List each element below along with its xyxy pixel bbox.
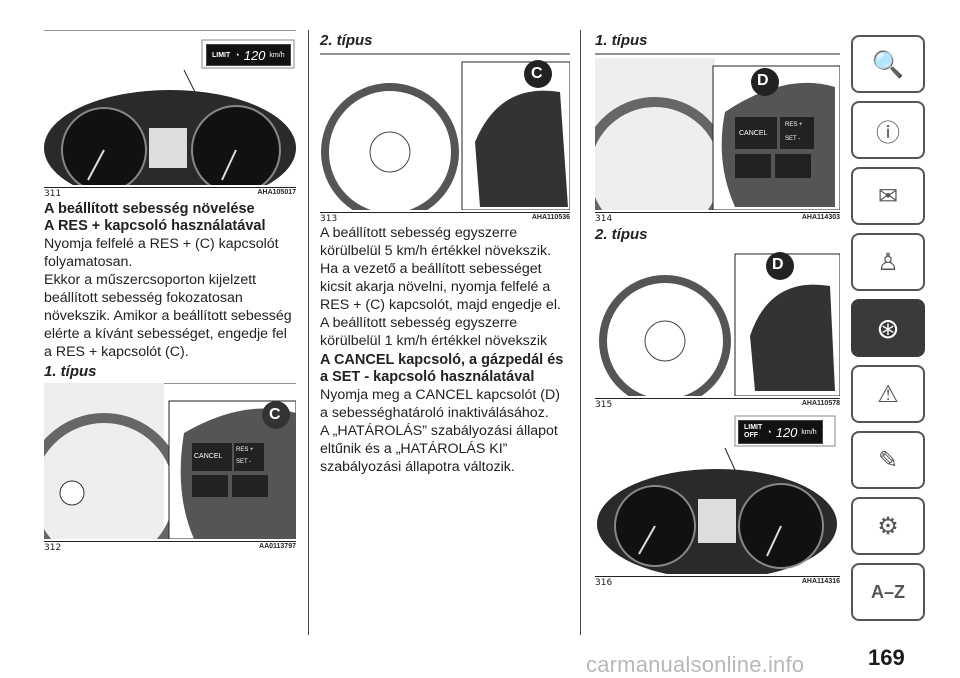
paragraph: Nyomja meg a CANCEL kapcsolót (D) a sebe…: [320, 387, 560, 421]
steering-switch-illustration: [595, 53, 840, 210]
car-warning-icon: ⚠: [877, 380, 899, 408]
lcd-limit-display: LIMIT ◔ 120 km/h: [206, 44, 291, 66]
lcd-limit-label: LIMIT: [212, 51, 231, 59]
figure-code: AHA105017: [257, 189, 296, 196]
instrument-cluster-illustration: [597, 415, 837, 574]
callout-badge-c: C: [531, 65, 543, 82]
set-button-label: SET -: [785, 136, 801, 142]
section-heading: A beállított sebesség növelése: [44, 201, 255, 217]
figure-number: 313: [320, 214, 338, 224]
tab-airbag[interactable]: ♙: [851, 233, 925, 291]
lcd-speed-value: 120: [775, 424, 798, 440]
figure-caption: 316 AHA114316: [595, 576, 840, 588]
type-label: 1. típus: [595, 32, 648, 49]
type-label: 2. típus: [595, 226, 648, 243]
figure-caption: 315 AHA110578: [595, 398, 840, 410]
tab-car-info[interactable]: ⓘ: [851, 101, 925, 159]
watermark: carmanualsonline.info: [586, 652, 805, 677]
figure-code: AHA110536: [531, 214, 570, 221]
figure-311-instrument-cluster: LIMIT ◔ 120 km/h: [44, 30, 296, 185]
paragraph: Nyomja felfelé a RES + (C) kapcsolót fol…: [44, 236, 279, 270]
tab-service[interactable]: ✎: [851, 431, 925, 489]
tab-starting-driving[interactable]: ⊛: [851, 299, 925, 357]
paragraph: A beállított sebesség egyszerre körülbel…: [320, 225, 561, 349]
lcd-limit-off-display: LIMIT OFF ◔ 120 km/h: [738, 420, 823, 444]
figure-number: 315: [595, 400, 613, 410]
lcd-speed-value: 120: [243, 47, 266, 63]
tab-warning-lights[interactable]: ✉: [851, 167, 925, 225]
type-label: 1. típus: [44, 363, 97, 380]
figure-314-steering-switch: D CANCEL RES + SET -: [595, 52, 840, 210]
figure-caption: 312 AA0113797: [44, 541, 296, 553]
figure-313-steering-wheel: C: [320, 52, 570, 210]
figure-number: 314: [595, 214, 613, 224]
figure-number: 316: [595, 578, 613, 588]
car-info-icon: ⓘ: [876, 119, 900, 147]
res-button-label: RES +: [785, 122, 803, 128]
column-divider: [580, 30, 581, 635]
lcd-unit: km/h: [801, 428, 817, 436]
figure-code: AHA110578: [801, 400, 840, 407]
callout-badge-d: D: [772, 256, 784, 273]
settings-list-icon: ⚙: [877, 512, 899, 540]
column-2: 2. típus C 313 AHA110536 A beállított se…: [320, 30, 570, 476]
speedometer-icon: ◔: [766, 427, 772, 437]
section-heading: A CANCEL kapcsoló, a gázpedál és a SET -…: [320, 352, 564, 385]
callout-badge-c: C: [269, 406, 281, 423]
tab-emergency[interactable]: ⚠: [851, 365, 925, 423]
figure-caption: 311 AHA105017: [44, 187, 296, 199]
airbag-person-icon: ♙: [877, 248, 899, 276]
figure-code: AHA114316: [801, 578, 840, 585]
car-search-icon: 🔍: [871, 48, 905, 79]
cancel-button-label: CANCEL: [194, 453, 223, 460]
res-button-label: RES +: [236, 447, 254, 453]
column-1: LIMIT ◔ 120 km/h 311 AHA105017 A beállít…: [44, 30, 296, 553]
type-label: 2. típus: [320, 32, 373, 49]
lcd-limit-label: LIMIT: [744, 424, 763, 431]
page-number: 169: [868, 645, 905, 670]
alphabet-index-icon: A–Z: [870, 581, 905, 602]
figure-caption: 313 AHA110536: [320, 212, 570, 224]
paragraph: Ekkor a műszercsoporton kijelzett beállí…: [44, 272, 292, 360]
figure-number: 312: [44, 543, 62, 553]
figure-316-instrument-cluster: LIMIT OFF ◔ 120 km/h: [595, 414, 840, 574]
tab-car-search[interactable]: 🔍: [851, 35, 925, 93]
car-service-icon: ✎: [877, 446, 899, 474]
figure-312-steering-switch: C CANCEL RES + SET -: [44, 383, 296, 539]
set-button-label: SET -: [236, 459, 252, 465]
figure-number: 311: [44, 189, 62, 199]
callout-badge-d: D: [757, 72, 769, 89]
speedometer-icon: ◔: [234, 50, 240, 60]
column-divider: [308, 30, 309, 635]
chapter-sidebar: 🔍 ⓘ ✉ ♙ ⊛ ⚠ ✎ ⚙ A–Z: [851, 35, 927, 629]
steering-switch-illustration: [44, 383, 296, 539]
instrument-cluster-illustration: [44, 30, 296, 185]
column-3: 1. típus D CANCEL RES + SET - 314 AHA114…: [595, 30, 840, 588]
steering-wheel-illustration: [320, 53, 570, 210]
figure-caption: 314 AHA114303: [595, 212, 840, 224]
lcd-off-label: OFF: [744, 432, 758, 439]
section-subheading: A RES + kapcsoló használatával: [44, 218, 266, 234]
tab-technical-data[interactable]: ⚙: [851, 497, 925, 555]
figure-code: AA0113797: [259, 543, 296, 550]
figure-code: AHA114303: [801, 214, 840, 221]
tab-index[interactable]: A–Z: [851, 563, 925, 621]
figure-315-steering-wheel: D: [595, 246, 840, 396]
key-steering-wheel-icon: ⊛: [876, 312, 900, 344]
lcd-limit-off-labels: LIMIT OFF: [744, 424, 762, 440]
steering-wheel-illustration: [599, 252, 840, 396]
warning-lights-icon: ✉: [877, 182, 899, 210]
paragraph: A „HATÁROLÁS” szabályozási állapot eltűn…: [320, 423, 558, 475]
cancel-button-label: CANCEL: [739, 130, 768, 137]
lcd-unit: km/h: [269, 51, 285, 59]
